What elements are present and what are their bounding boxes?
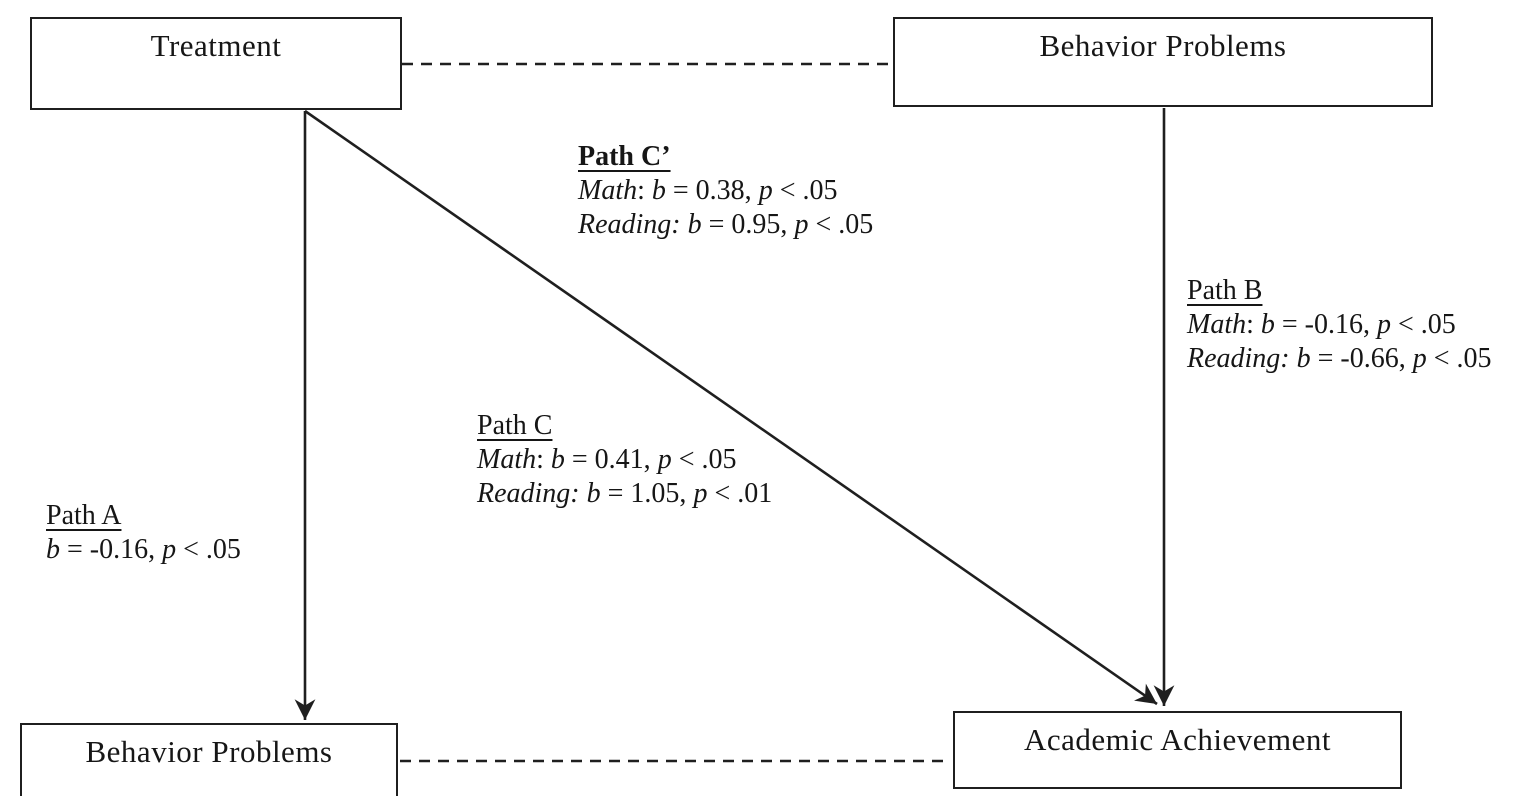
path-a-stats: b = -0.16, p < .05	[46, 534, 241, 565]
node-academic-achievement-label: Academic Achievement	[1024, 722, 1331, 757]
node-behavior-problems-top: Behavior Problems	[893, 17, 1433, 107]
annotation-path-b: Path B Math: b = -0.16, p < .05 Reading:…	[1187, 274, 1492, 376]
path-c-math-stats: Math: b = 0.41, p < .05	[477, 444, 737, 475]
annotation-path-c-prime: Path C’ Math: b = 0.38, p < .05 Reading:…	[578, 140, 873, 242]
path-c-arrow	[304, 109, 1158, 706]
node-behavior-problems-top-label: Behavior Problems	[1039, 28, 1287, 63]
path-c-prime-math-stats: Math: b = 0.38, p < .05	[578, 175, 838, 206]
path-b-math-stats: Math: b = -0.16, p < .05	[1187, 309, 1456, 340]
path-c-prime-title: Path C’	[578, 141, 671, 172]
path-b-title: Path B	[1187, 275, 1263, 306]
path-a-title: Path A	[46, 500, 122, 531]
node-treatment: Treatment	[30, 17, 402, 110]
path-b-reading-stats: Reading: b = -0.66, p < .05	[1187, 343, 1492, 374]
annotation-path-c: Path C Math: b = 0.41, p < .05 Reading: …	[477, 409, 772, 511]
node-behavior-problems-bottom: Behavior Problems	[20, 723, 398, 796]
annotation-path-a: Path A b = -0.16, p < .05	[46, 499, 241, 567]
node-treatment-label: Treatment	[150, 28, 282, 63]
path-c-title: Path C	[477, 410, 553, 441]
node-behavior-problems-bottom-label: Behavior Problems	[85, 734, 333, 769]
path-c-prime-reading-stats: Reading: b = 0.95, p < .05	[578, 209, 874, 240]
path-c-reading-stats: Reading: b = 1.05, p < .01	[477, 478, 773, 509]
node-academic-achievement: Academic Achievement	[953, 711, 1402, 789]
